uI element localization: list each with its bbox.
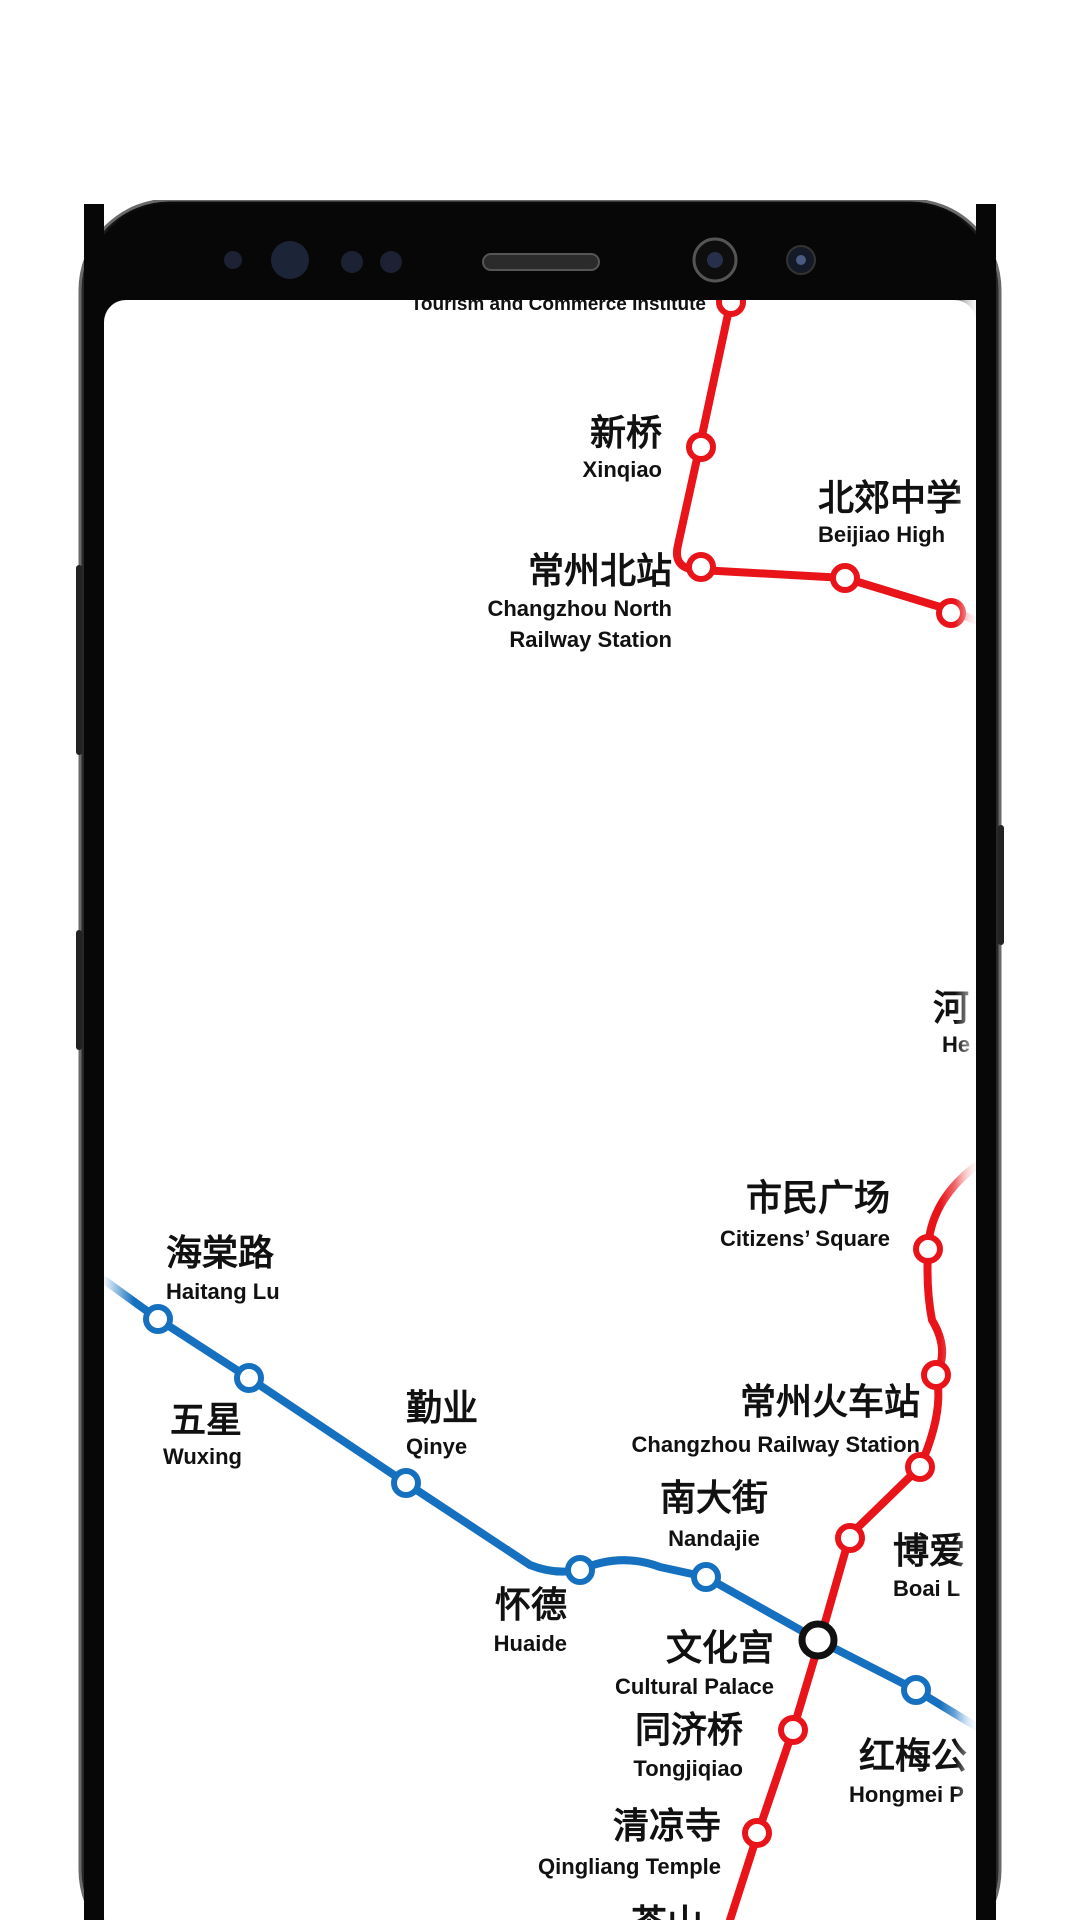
sensor-dot-icon bbox=[224, 251, 242, 269]
station-wuxing-en: Wuxing bbox=[163, 1444, 242, 1469]
station-czbei-en: Changzhou North bbox=[487, 596, 672, 621]
station-qinye-cn: 勤业 bbox=[406, 1388, 478, 1429]
station-chashan-cn: 茶山 bbox=[631, 1903, 703, 1920]
line-1-track bbox=[673, 300, 976, 634]
station-czhuoche-cn: 常州火车站 bbox=[740, 1382, 920, 1423]
station-shimin-marker[interactable] bbox=[913, 1234, 943, 1264]
screen[interactable] bbox=[104, 300, 976, 1920]
station-qingliang-en: Qingliang Temple bbox=[538, 1854, 721, 1879]
power-button bbox=[998, 825, 1004, 945]
station-shimin-cn: 市民广场 bbox=[746, 1178, 890, 1219]
station-qinye-marker[interactable] bbox=[391, 1468, 421, 1498]
station-nandajie-en: Nandajie bbox=[668, 1526, 760, 1551]
station-tourism-marker[interactable] bbox=[716, 290, 746, 317]
station-huaide-marker[interactable] bbox=[565, 1555, 595, 1585]
station-qingliang-cn: 清凉寺 bbox=[613, 1806, 721, 1847]
station-czbei-cn: 常州北站 bbox=[528, 551, 672, 592]
station-qingliang-marker[interactable] bbox=[742, 1818, 772, 1848]
station-hongmei-marker[interactable] bbox=[901, 1675, 931, 1705]
station-wuxing-marker[interactable] bbox=[234, 1363, 264, 1393]
station-czbei-marker[interactable] bbox=[686, 552, 716, 582]
station-czhuoche-en: Changzhou Railway Station bbox=[632, 1432, 920, 1457]
camera-lens-icon bbox=[271, 241, 309, 279]
line-1-track bbox=[726, 1146, 976, 1920]
station-wenhuagong-cn: 文化宫 bbox=[666, 1628, 774, 1669]
station-qinye-en: Qinye bbox=[406, 1434, 467, 1459]
sensor-dot-icon bbox=[341, 251, 363, 273]
station-nandajie-cn: 南大街 bbox=[660, 1478, 768, 1519]
station-tongjiqiao-en: Tongjiqiao bbox=[633, 1756, 743, 1781]
station-czhuoche-marker[interactable] bbox=[921, 1360, 951, 1390]
top-bezel bbox=[224, 237, 816, 283]
station-wenhuagong-en: Cultural Palace bbox=[615, 1674, 774, 1699]
metro-map[interactable]: Tourism and Commerce Institute 新桥 Xinqia… bbox=[104, 290, 1000, 1920]
station-xinqiao-marker[interactable] bbox=[686, 432, 716, 462]
station-tongjiqiao-cn: 同济桥 bbox=[635, 1710, 743, 1751]
station-hongmei-cn: 红梅公 bbox=[859, 1736, 967, 1777]
station-beijiao-en: Beijiao High bbox=[818, 522, 945, 547]
station-czbei-en2: Railway Station bbox=[509, 627, 672, 652]
station-boai-en: Boai L bbox=[893, 1576, 960, 1601]
station-boai-junction-marker[interactable] bbox=[905, 1452, 935, 1482]
station-tongjiqiao-marker[interactable] bbox=[778, 1715, 808, 1745]
station-boai-marker[interactable] bbox=[835, 1523, 865, 1553]
station-xinqiao-en: Xinqiao bbox=[583, 457, 662, 482]
station-wenhuagong-interchange-marker[interactable] bbox=[798, 1620, 838, 1660]
station-hongmei-en: Hongmei P bbox=[849, 1782, 964, 1807]
sensor-dot-icon bbox=[380, 251, 402, 273]
station-xinqiao-cn: 新桥 bbox=[590, 413, 662, 454]
station-huaide-cn: 怀德 bbox=[495, 1585, 567, 1626]
station-nandajie-marker[interactable] bbox=[691, 1562, 721, 1592]
station-boai-cn: 博爱 bbox=[893, 1531, 965, 1572]
station-wuxing-cn: 五星 bbox=[170, 1400, 242, 1441]
volume-button bbox=[76, 565, 82, 755]
station-haitang-en: Haitang Lu bbox=[166, 1279, 280, 1304]
station-huaide-en: Huaide bbox=[494, 1631, 567, 1656]
bixby-button bbox=[76, 930, 82, 1050]
station-shimin-en: Citizens’ Square bbox=[720, 1226, 890, 1251]
station-beijiao-cn: 北郊中学 bbox=[818, 477, 962, 519]
station-haitang-cn: 海棠路 bbox=[166, 1233, 275, 1274]
speaker-grille-icon bbox=[482, 253, 600, 271]
station-tourism-en: Tourism and Commerce Institute bbox=[411, 294, 706, 315]
station-haitang-marker[interactable] bbox=[143, 1304, 173, 1334]
station-beijiao-marker[interactable] bbox=[830, 563, 860, 593]
